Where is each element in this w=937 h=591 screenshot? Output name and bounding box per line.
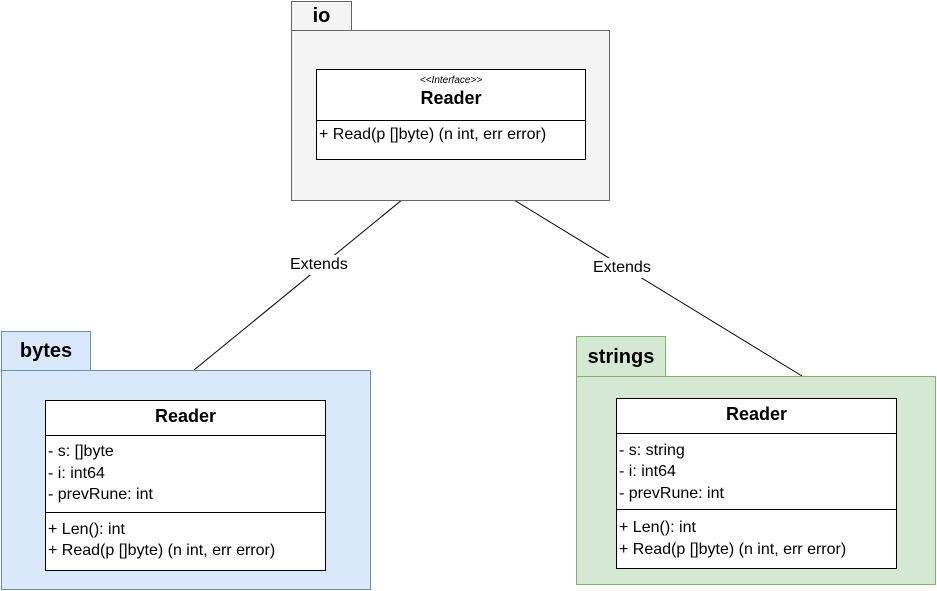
bytes-package-tab: bytes xyxy=(1,331,91,371)
strings-reader-divider-methods xyxy=(617,509,896,510)
strings-reader-field: - i: int64 xyxy=(619,463,676,480)
bytes-reader-divider-fields xyxy=(46,435,325,436)
bytes-reader-class[interactable]: Reader - s: []byte - i: int64 - prevRune… xyxy=(45,400,326,571)
extends-label-bytes: Extends xyxy=(289,255,349,275)
io-reader-method: + Read(p []byte) (n int, err error) xyxy=(319,126,547,143)
io-package-name: io xyxy=(312,5,331,27)
bytes-reader-method: + Len(): int xyxy=(48,521,125,538)
strings-package-tab: strings xyxy=(576,336,666,377)
strings-reader-name: Reader xyxy=(725,404,788,424)
bytes-reader-field: - prevRune: int xyxy=(48,486,153,503)
strings-reader-divider-fields xyxy=(617,433,896,434)
bytes-reader-divider-methods xyxy=(46,512,325,513)
bytes-reader-method: + Read(p []byte) (n int, err error) xyxy=(48,542,276,559)
strings-package-name: strings xyxy=(587,345,655,368)
io-package-tab: io xyxy=(291,1,352,31)
strings-reader-field: - prevRune: int xyxy=(619,485,724,502)
strings-reader-field: - s: string xyxy=(619,442,685,459)
io-reader-divider xyxy=(317,120,585,121)
strings-reader-class[interactable]: Reader - s: string - i: int64 - prevRune… xyxy=(616,398,897,569)
interface-stereotype: <<Interface>> xyxy=(419,75,483,86)
bytes-reader-name: Reader xyxy=(154,406,217,426)
bytes-package-name: bytes xyxy=(19,340,73,362)
bytes-reader-field: - i: int64 xyxy=(48,465,105,482)
extends-label-strings: Extends xyxy=(592,258,652,278)
io-reader-name: Reader xyxy=(420,88,482,108)
strings-reader-method: + Len(): int xyxy=(619,519,696,536)
bytes-reader-field: - s: []byte xyxy=(48,443,114,460)
strings-reader-method: + Read(p []byte) (n int, err error) xyxy=(619,541,847,558)
io-reader-interface[interactable]: <<Interface>> Reader + Read(p []byte) (n… xyxy=(316,69,586,160)
